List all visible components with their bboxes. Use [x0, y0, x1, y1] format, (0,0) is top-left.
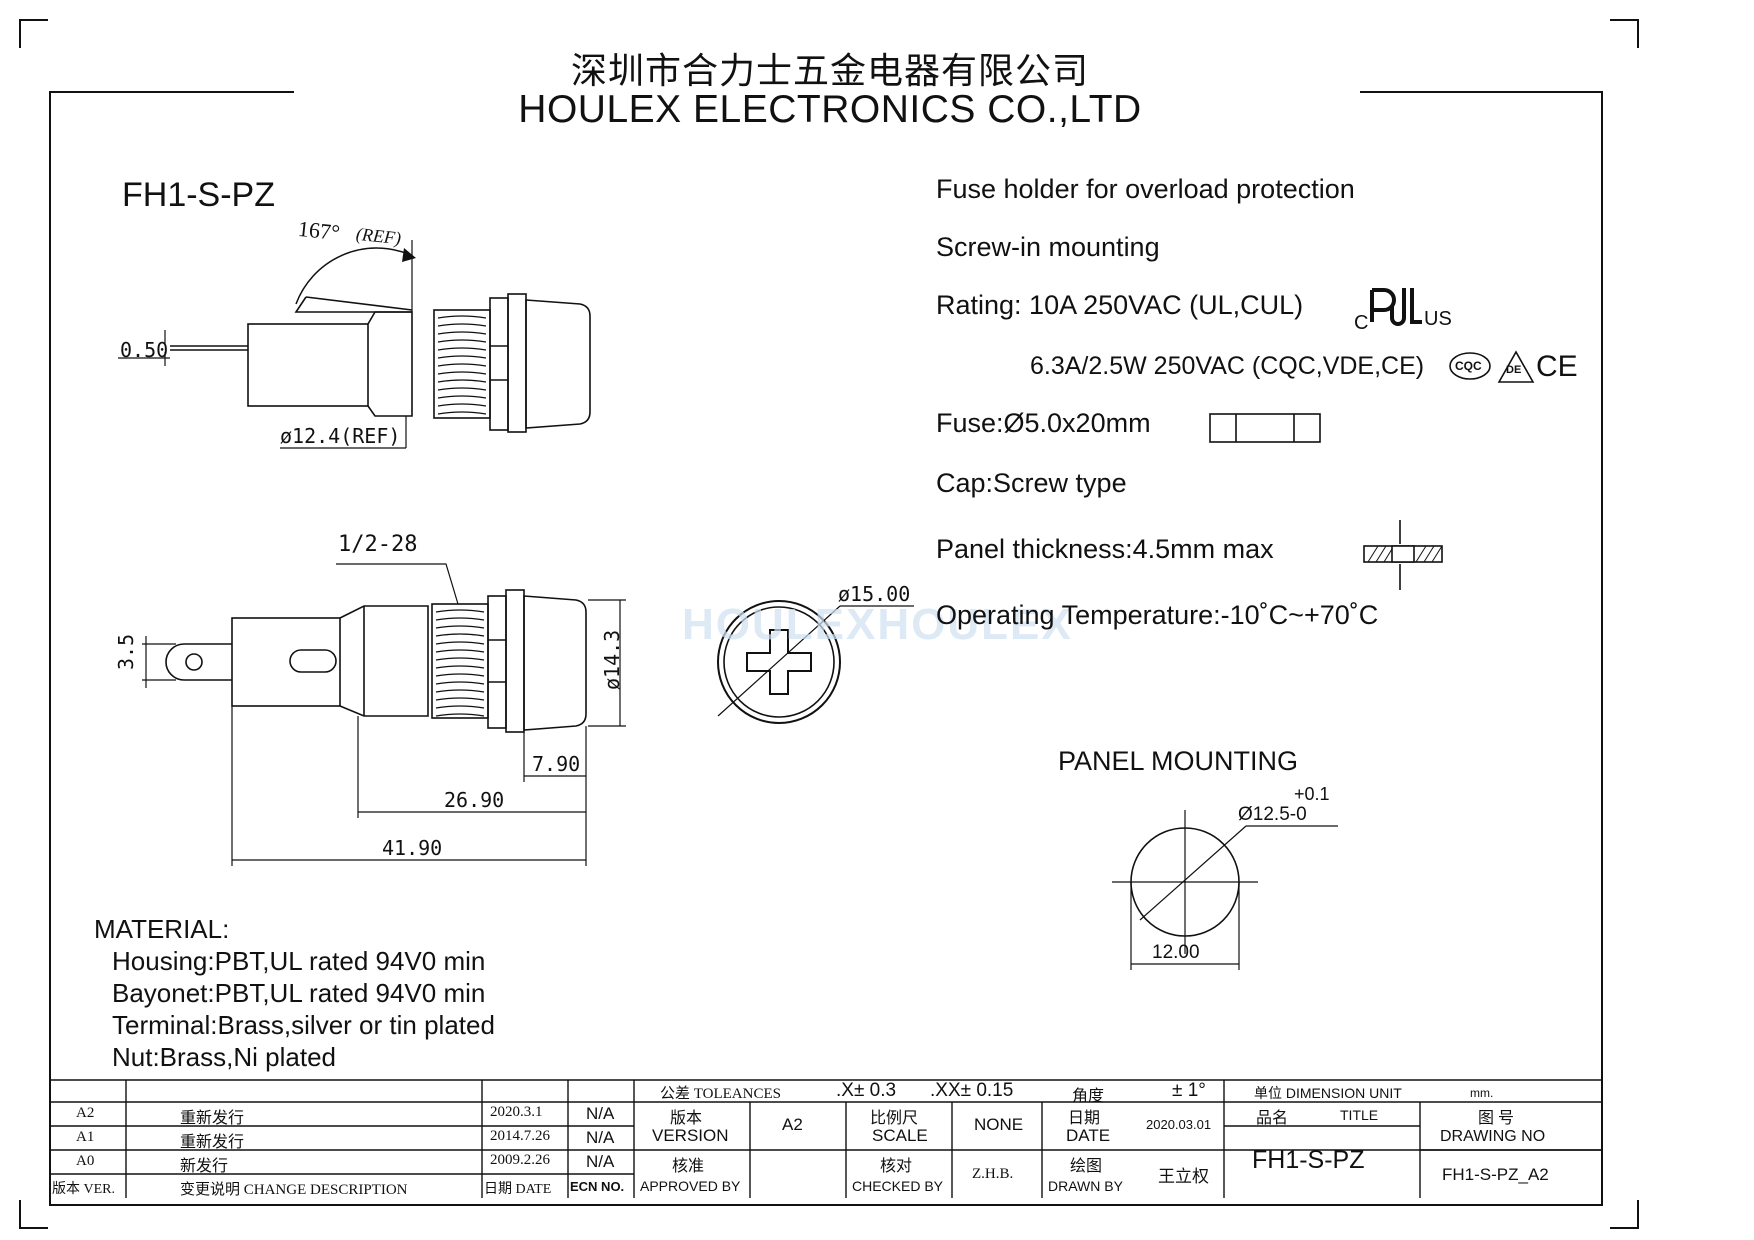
material-housing: Housing:PBT,UL rated 94V0 min — [112, 946, 486, 976]
tolerance-label: 公差 TOLEANCES — [660, 1086, 781, 1102]
spec-description: Fuse holder for overload protection — [936, 174, 1355, 204]
title-block-grid — [50, 1079, 1602, 1198]
drawn-label-en: DRAWN BY — [1048, 1178, 1123, 1194]
thread-lines-top — [437, 315, 487, 415]
col-ver-header: 版本 VER. — [52, 1182, 115, 1197]
rev-a0-ver: A0 — [76, 1153, 95, 1169]
company-name-cn: 深圳市合力士五金电器有限公司 — [570, 51, 1089, 92]
drawing-no-value: FH1-S-PZ_A2 — [1442, 1165, 1549, 1184]
panel-flat-dim: 12.00 — [1152, 942, 1200, 963]
body-length-dim: 26.90 — [444, 788, 505, 812]
cqc-mark-icon — [1449, 352, 1491, 380]
frame-border — [49, 91, 1603, 1206]
drawn-value: 王立权 — [1158, 1167, 1209, 1186]
spec-mounting: Screw-in mounting — [936, 232, 1160, 262]
drawing-no-label-cn: 图 号 — [1478, 1110, 1515, 1127]
ce-mark: CE — [1536, 350, 1578, 383]
panel-hole-tolerance: +0.1 — [1294, 784, 1330, 804]
checked-label-en: CHECKED BY — [852, 1178, 944, 1194]
material-title: MATERIAL: — [94, 914, 230, 944]
body-dia-dim: ø12.4(REF) — [280, 424, 401, 448]
tolerance-x: .X± 0.3 — [836, 1080, 897, 1101]
col-desc-header: 变更说明 CHANGE DESCRIPTION — [180, 1182, 408, 1198]
title-label-cn: 品名 — [1256, 1110, 1289, 1127]
terminal-thickness-dim: 0.50 — [120, 338, 169, 362]
watermark: HOULEXHOULEX — [682, 600, 1073, 649]
lug-height-dim: 3.5 — [114, 633, 138, 670]
spec-panel: Panel thickness:4.5mm max — [936, 534, 1274, 564]
spec-cap: Cap:Screw type — [936, 468, 1127, 498]
version-value: A2 — [782, 1115, 803, 1134]
vde-label: DE — [1506, 364, 1522, 376]
spec-temperature: Operating Temperature:-10˚C~+70˚C — [936, 600, 1379, 630]
approved-label-cn: 核准 — [672, 1158, 705, 1175]
spec-rating-ul: Rating: 10A 250VAC (UL,CUL) — [936, 290, 1304, 320]
rev-a1-ver: A1 — [76, 1129, 95, 1145]
rev-a1-desc: 重新发行 — [180, 1134, 245, 1151]
date-label-cn: 日期 — [1068, 1110, 1101, 1127]
corner-marks — [19, 19, 1639, 1229]
vde-mark-icon — [1497, 350, 1535, 383]
rev-a0-desc: 新发行 — [180, 1158, 229, 1175]
rev-a2-ver: A2 — [76, 1105, 95, 1121]
title-value: FH1-S-PZ — [1252, 1146, 1365, 1174]
rev-a2-desc: 重新发行 — [180, 1110, 245, 1127]
cap-length-dim: 7.90 — [532, 752, 581, 776]
cqc-label: CQC — [1455, 359, 1482, 373]
panel-mounting-title: PANEL MOUNTING — [1058, 746, 1299, 776]
col-ecn-header: ECN NO. — [570, 1179, 625, 1194]
company-name-en: HOULEX ELECTRONICS CO.,LTD — [518, 88, 1142, 131]
scale-value: NONE — [974, 1115, 1024, 1134]
rev-a2-date: 2020.3.1 — [490, 1104, 543, 1120]
angle-label: 167° — [296, 215, 342, 246]
date-value: 2020.03.01 — [1146, 1117, 1212, 1132]
panel-hole-dia: Ø12.5-0 — [1238, 804, 1307, 825]
version-label-cn: 版本 — [670, 1110, 703, 1127]
front-dia-dim: ø15.00 — [838, 582, 911, 606]
material-bayonet: Bayonet:PBT,UL rated 94V0 min — [112, 978, 486, 1008]
ul-us-label: US — [1424, 308, 1452, 330]
material-terminal: Terminal:Brass,silver or tin plated — [112, 1010, 495, 1040]
ul-c-label: C — [1354, 312, 1369, 334]
drawing-no-label-en: DRAWING NO — [1440, 1128, 1546, 1145]
rev-a0-date: 2009.2.26 — [490, 1152, 550, 1168]
side-view-top — [118, 240, 591, 449]
checked-value: Z.H.B. — [972, 1166, 1014, 1182]
unit-value: mm. — [1470, 1086, 1494, 1100]
rev-a1-ecn: N/A — [586, 1128, 615, 1147]
scale-label-en: SCALE — [872, 1126, 928, 1145]
fuse-icon — [1209, 413, 1321, 443]
spec-rating-cqc: 6.3A/2.5W 250VAC (CQC,VDE,CE) — [1030, 352, 1425, 380]
part-number: FH1-S-PZ — [122, 176, 275, 214]
col-date-header: 日期 DATE — [484, 1182, 552, 1197]
angle-tol-label: 角度 — [1072, 1088, 1105, 1105]
front-view — [717, 600, 914, 724]
date-label-en: DATE — [1066, 1126, 1111, 1145]
angle-tol-value: ± 1° — [1172, 1080, 1206, 1101]
drawn-label-cn: 绘图 — [1070, 1158, 1103, 1175]
rev-a0-ecn: N/A — [586, 1152, 615, 1171]
scale-label-cn: 比例尺 — [870, 1110, 919, 1127]
thread-dim: 1/2-28 — [338, 532, 418, 557]
cap-dia-dim: ø14.3 — [600, 629, 624, 690]
title-label-en: TITLE — [1340, 1107, 1379, 1123]
panel-thickness-icon — [1363, 520, 1443, 590]
thread-lines-bottom — [435, 609, 485, 717]
ul-mark-icon — [1370, 288, 1422, 326]
tolerance-xx: .XX± 0.15 — [930, 1080, 1014, 1101]
material-nut: Nut:Brass,Ni plated — [112, 1042, 336, 1072]
panel-mounting-hole — [1112, 810, 1338, 970]
total-length-dim: 41.90 — [382, 836, 443, 860]
checked-label-cn: 核对 — [880, 1158, 913, 1175]
rev-a1-date: 2014.7.26 — [490, 1128, 550, 1144]
version-label-en: VERSION — [652, 1126, 729, 1145]
approved-label-en: APPROVED BY — [640, 1178, 741, 1194]
spec-fuse: Fuse:Ø5.0x20mm — [936, 408, 1151, 438]
side-view-bottom — [142, 563, 626, 866]
rev-a2-ecn: N/A — [586, 1104, 615, 1123]
unit-label: 单位 DIMENSION UNIT — [1254, 1085, 1402, 1101]
